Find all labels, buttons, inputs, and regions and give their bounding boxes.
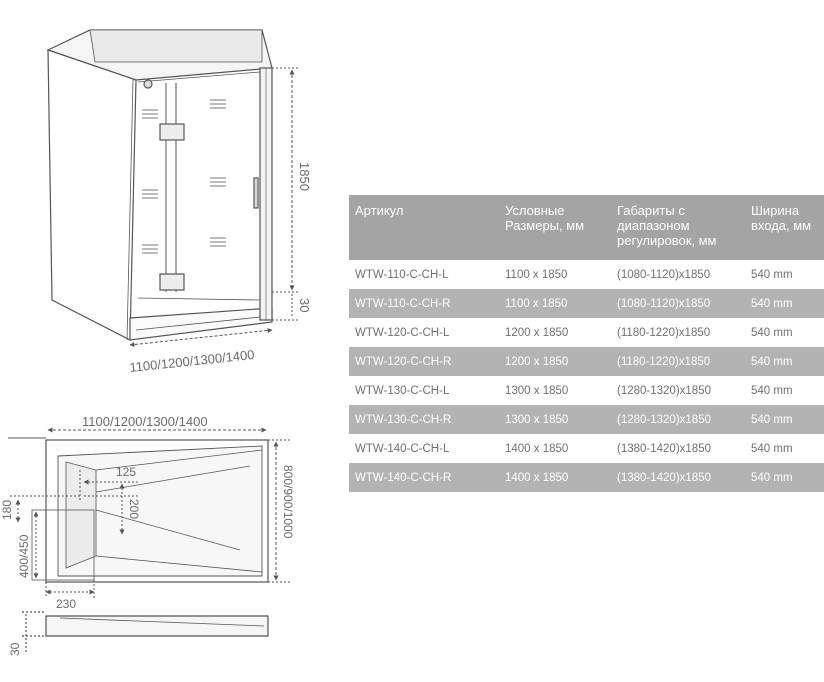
cell-entry-width: 540 mm bbox=[745, 463, 824, 492]
drain-230-label: 230 bbox=[56, 597, 76, 611]
cell-entry-width: 540 mm bbox=[751, 442, 793, 455]
cell-entry-width: 540 mm bbox=[751, 326, 793, 339]
cell-entry-width: 540 mm bbox=[751, 268, 793, 281]
enclosure-3d-view bbox=[46, 29, 273, 341]
cell-size: 1200 x 1850 bbox=[505, 326, 569, 339]
table-row: WTW-120-C-CH-L 1200 x 1850 (1180-1220)x1… bbox=[349, 318, 824, 347]
height-dimension-label: 1850 bbox=[297, 162, 312, 191]
table-header-row: Артикул Условные Размеры, мм Габариты с … bbox=[349, 195, 824, 260]
cell-dimensions: (1380-1420)x1850 bbox=[611, 463, 745, 492]
cell-dimensions: (1080-1120)x1850 bbox=[617, 268, 711, 281]
cell-entry-width: 540 mm bbox=[751, 384, 793, 397]
glass-decor bbox=[142, 99, 226, 254]
cell-size: 1100 x 1850 bbox=[505, 268, 568, 281]
header-entry-width: Ширина входа, мм bbox=[745, 195, 824, 260]
cell-size: 1400 x 1850 bbox=[505, 442, 569, 455]
dimension-width bbox=[129, 327, 273, 348]
cell-article: WTW-120-C-CH-L bbox=[355, 326, 450, 339]
table-row: WTW-110-C-CH-R 1100 x 1850 (1080-1120)x1… bbox=[349, 289, 824, 318]
tray-dimensions bbox=[8, 427, 290, 598]
cell-entry-width: 540 mm bbox=[745, 289, 824, 318]
drain-offset-200-label: 200 bbox=[127, 499, 141, 519]
tray-plan-view bbox=[31, 439, 269, 583]
cell-dimensions: (1280-1320)x1850 bbox=[617, 384, 711, 397]
table-row: WTW-120-C-CH-R 1200 x 1850 (1180-1220)x1… bbox=[349, 347, 824, 376]
cell-dimensions: (1080-1120)x1850 bbox=[611, 289, 745, 318]
base-dimension-label: 30 bbox=[297, 298, 312, 312]
width-dimension-label: 1100/1200/1300/1400 bbox=[129, 347, 255, 375]
header-article: Артикул bbox=[349, 195, 499, 260]
cell-article: WTW-130-C-CH-R bbox=[349, 405, 499, 434]
cell-size: 1300 x 1850 bbox=[505, 384, 569, 397]
table-row: WTW-130-C-CH-L 1300 x 1850 (1280-1320)x1… bbox=[349, 376, 824, 405]
cell-dimensions: (1280-1320)x1850 bbox=[611, 405, 745, 434]
cell-article: WTW-130-C-CH-L bbox=[355, 384, 450, 397]
table-row: WTW-140-C-CH-L 1400 x 1850 (1380-1420)x1… bbox=[349, 434, 824, 463]
header-nominal-size: Условные Размеры, мм bbox=[499, 195, 611, 260]
cell-entry-width: 540 mm bbox=[745, 347, 824, 376]
table-row: WTW-110-C-CH-L 1100 x 1850 (1080-1120)x1… bbox=[349, 260, 824, 289]
drain-400-450-label: 400/450 bbox=[17, 534, 31, 578]
cell-entry-width: 540 mm bbox=[745, 405, 824, 434]
dimension-height bbox=[272, 67, 300, 321]
tray-height-label: 30 bbox=[8, 642, 22, 656]
cell-size: 1100 x 1850 bbox=[499, 289, 611, 318]
cell-size: 1400 x 1850 bbox=[499, 463, 611, 492]
cell-size: 1200 x 1850 bbox=[499, 347, 611, 376]
tray-side-view bbox=[22, 611, 269, 654]
cell-dimensions: (1180-1220)x1850 bbox=[617, 326, 711, 339]
cell-size: 1300 x 1850 bbox=[499, 405, 611, 434]
table-row: WTW-140-C-CH-R 1400 x 1850 (1380-1420)x1… bbox=[349, 463, 824, 492]
cell-article: WTW-110-C-CH-L bbox=[355, 268, 449, 281]
spec-table: Артикул Условные Размеры, мм Габариты с … bbox=[349, 195, 824, 492]
cell-article: WTW-140-C-CH-R bbox=[349, 463, 499, 492]
cell-article: WTW-120-C-CH-R bbox=[349, 347, 499, 376]
header-dimensions: Габариты с диапазоном регулировок, мм bbox=[611, 195, 745, 260]
cell-dimensions: (1380-1420)x1850 bbox=[617, 442, 711, 455]
tray-width-label: 1100/1200/1300/1400 bbox=[82, 414, 208, 429]
tray-depth-label: 800/900/1000 bbox=[281, 465, 295, 539]
cell-dimensions: (1180-1220)x1850 bbox=[611, 347, 745, 376]
table-row: WTW-130-C-CH-R 1300 x 1850 (1280-1320)x1… bbox=[349, 405, 824, 434]
drain-offset-125-label: 125 bbox=[116, 465, 136, 479]
cell-article: WTW-140-C-CH-L bbox=[355, 442, 450, 455]
technical-drawing: 1850 30 1100/1200/1300/1400 bbox=[0, 29, 312, 656]
cell-article: WTW-110-C-CH-R bbox=[349, 289, 499, 318]
drain-180-label: 180 bbox=[0, 500, 14, 520]
